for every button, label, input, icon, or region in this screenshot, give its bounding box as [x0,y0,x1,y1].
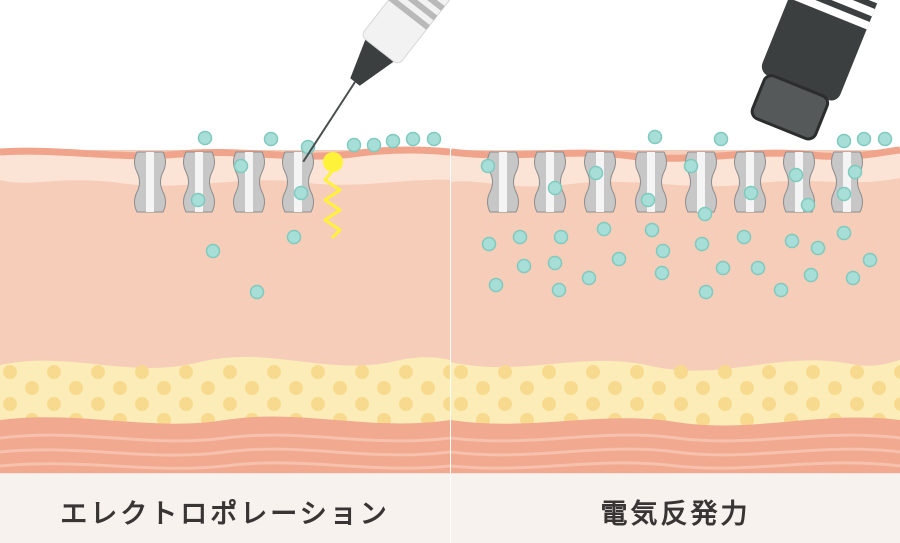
fat-dots [3,365,450,427]
fat-layer [451,360,900,430]
panel-divider [450,0,451,543]
molecule [845,270,861,286]
molecule [516,258,532,274]
molecule [683,158,699,174]
molecule [426,131,442,147]
molecule [773,282,789,298]
repulsion-illustration [451,0,900,473]
molecule [346,137,362,153]
fat-dots [454,365,900,427]
molecule [836,225,852,241]
molecule [640,192,656,208]
molecule [249,284,265,300]
molecule [694,236,710,252]
electric-repulsion-device [750,0,881,141]
molecule [655,243,671,259]
muscle-layer [451,417,900,473]
panel-caption: 電気反発力 [600,499,751,530]
electric-spark [323,152,343,240]
electroporation-panel: エレクトロポレーション [0,0,450,543]
panel-caption: エレクトロポレーション [60,499,390,530]
molecule [205,243,221,259]
molecule [697,206,713,222]
molecule [611,251,627,267]
molecule [647,129,663,145]
molecule [810,240,826,256]
molecule [743,185,759,201]
muscle-layer [0,416,450,473]
pore [534,151,566,213]
molecule [481,236,497,252]
fat-layer [0,356,450,430]
molecule [480,158,496,174]
molecule [698,284,714,300]
molecule [588,165,604,181]
molecule [713,131,729,147]
electroporation-illustration [0,0,450,473]
muscle-lines [451,433,900,470]
pore [282,151,314,213]
muscle-lines [0,433,450,470]
molecules [190,130,442,300]
molecule [190,192,206,208]
molecule [551,282,567,298]
molecule [385,133,401,149]
molecule [750,260,766,276]
molecule [800,197,816,213]
molecules [480,129,893,300]
molecule [856,131,872,147]
caption-bar: 電気反発力 [451,473,900,543]
molecule [862,252,878,268]
molecule [847,164,863,180]
molecule [644,222,660,238]
molecule [736,229,752,245]
molecule [788,167,804,183]
pore [584,151,616,213]
pores [134,151,314,213]
molecule [366,137,382,153]
caption-bar: エレクトロポレーション [0,473,450,543]
molecule [197,130,213,146]
molecule [784,233,800,249]
pore [183,151,215,213]
molecule [405,131,421,147]
molecule [512,229,528,245]
molecule [233,158,249,174]
molecule [581,270,597,286]
molecule [836,186,852,202]
pore [831,151,863,213]
molecule [836,133,852,149]
dermis-layer [0,150,450,380]
pore [734,151,766,213]
molecule [803,267,819,283]
molecule [715,260,731,276]
molecule [293,185,309,201]
molecule [547,255,563,271]
molecule [654,265,670,281]
molecule [488,277,504,293]
molecule [263,131,279,147]
pore [134,151,166,213]
molecule [553,229,569,245]
electroporation-pen [302,0,450,163]
electric-repulsion-panel: 電気反発力 [451,0,900,543]
molecule [286,229,302,245]
molecule [596,221,612,237]
molecule [547,180,563,196]
molecule [877,131,893,147]
pore [783,151,815,213]
